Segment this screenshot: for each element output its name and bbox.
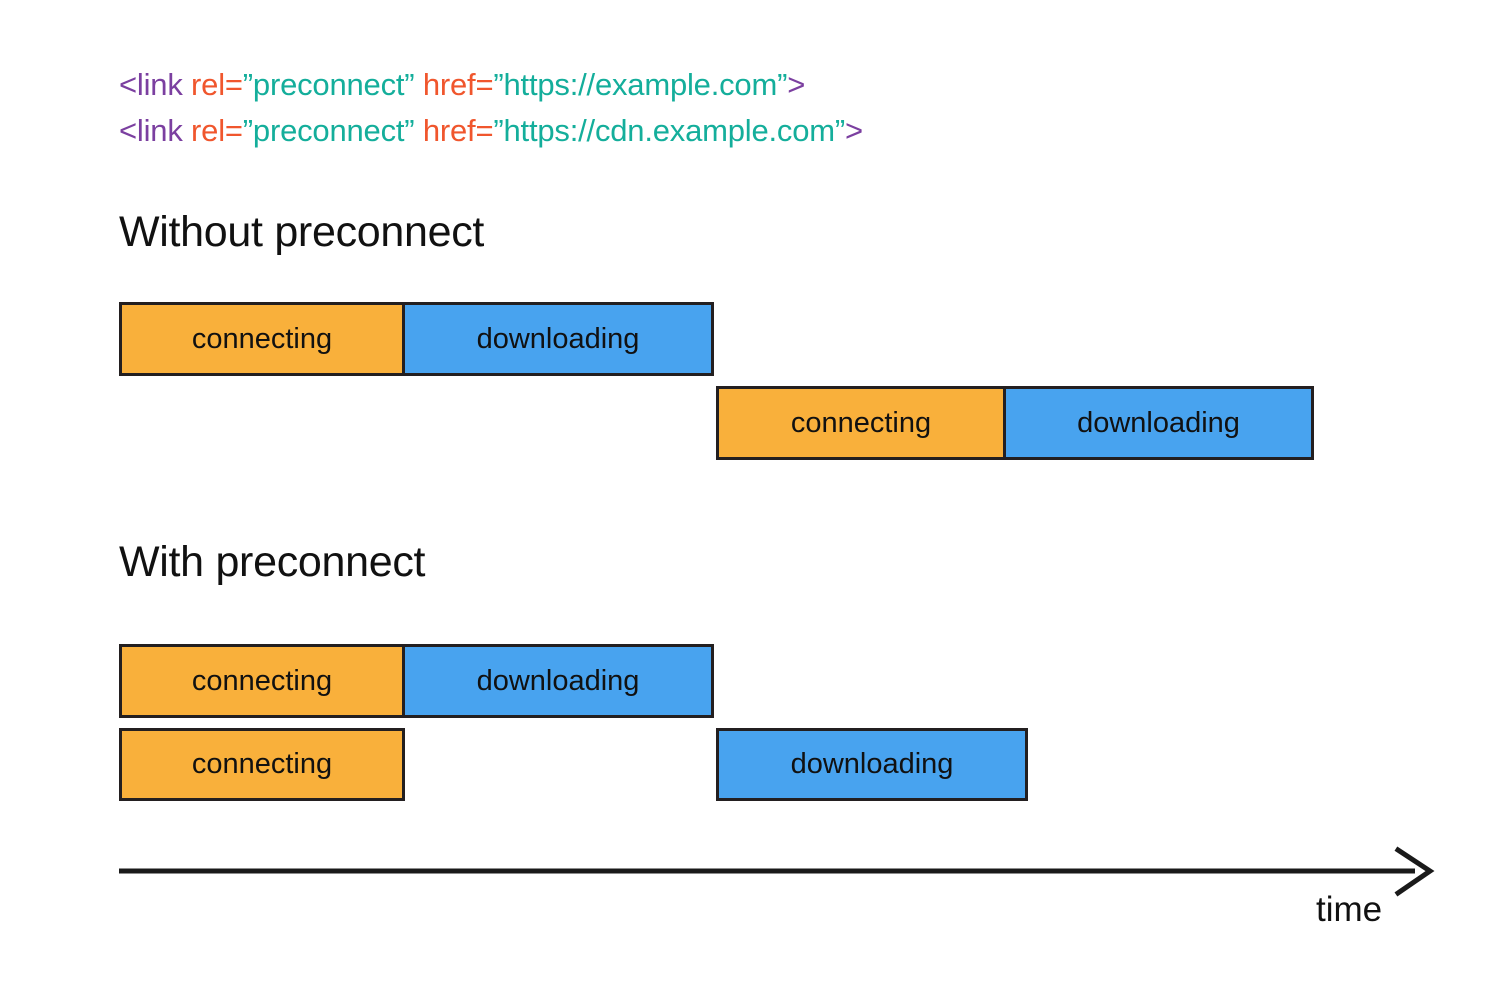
segment-connecting: connecting <box>716 386 1006 460</box>
timeline-row-with-1: connecting downloading <box>119 644 714 718</box>
code-line-1: <link rel=”preconnect” href=”https://exa… <box>119 62 863 108</box>
axis-label-time: time <box>1316 890 1383 929</box>
timeline-row-without-2: connecting downloading <box>716 386 1314 460</box>
segment-downloading: downloading <box>1003 386 1314 460</box>
code-line-2: <link rel=”preconnect” href=”https://cdn… <box>119 108 863 154</box>
segment-downloading: downloading <box>716 728 1028 801</box>
code-tag-close: > <box>845 113 863 148</box>
code-attribute-href: href= <box>414 67 494 102</box>
code-attribute-href: href= <box>414 113 494 148</box>
code-attribute-rel: rel= <box>182 67 243 102</box>
code-value-rel: ”preconnect” <box>242 113 415 148</box>
time-axis-arrow-icon <box>119 846 1435 897</box>
segment-downloading: downloading <box>402 302 714 376</box>
timeline-row-with-2-connecting: connecting <box>119 728 405 801</box>
code-tag-open: <link <box>119 113 183 148</box>
timeline-row-with-2-downloading: downloading <box>716 728 1028 801</box>
section-heading-without-preconnect: Without preconnect <box>119 208 485 256</box>
code-value-rel: ”preconnect” <box>242 67 415 102</box>
code-attribute-rel: rel= <box>182 113 243 148</box>
code-tag-close: > <box>787 67 806 102</box>
segment-connecting: connecting <box>119 728 405 801</box>
code-snippet: <link rel=”preconnect” href=”https://exa… <box>119 62 863 154</box>
code-value-href: ”https://cdn.example.com” <box>493 113 846 148</box>
segment-connecting: connecting <box>119 644 405 718</box>
section-heading-with-preconnect: With preconnect <box>119 538 426 586</box>
code-value-href: ”https://example.com” <box>493 67 788 102</box>
code-tag-open: <link <box>119 67 183 102</box>
timeline-row-without-1: connecting downloading <box>119 302 714 376</box>
segment-connecting: connecting <box>119 302 405 376</box>
segment-downloading: downloading <box>402 644 714 718</box>
